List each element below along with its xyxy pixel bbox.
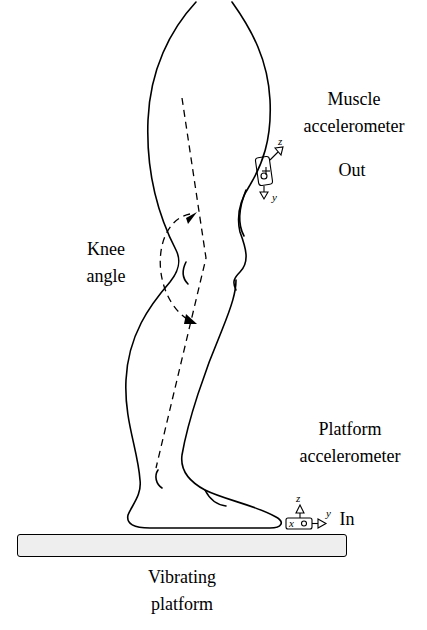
axis-letter: z [296, 493, 300, 504]
port-label: Out [322, 157, 382, 184]
axis-letter: y [272, 192, 277, 203]
platform-accelerometer [286, 505, 326, 529]
axis-letter: y [326, 508, 331, 519]
platform-label: Vibrating platform [132, 564, 232, 618]
axis-letter: x [289, 518, 294, 529]
muscle-accelerometer [255, 147, 283, 199]
vibrating-platform: Vibrating platform [17, 534, 347, 557]
angle-label: Knee angle [66, 236, 146, 290]
axis-letter: z [278, 136, 282, 147]
part-label: Platform accelerometer [288, 416, 412, 470]
part-label: Muscle accelerometer [292, 86, 416, 140]
